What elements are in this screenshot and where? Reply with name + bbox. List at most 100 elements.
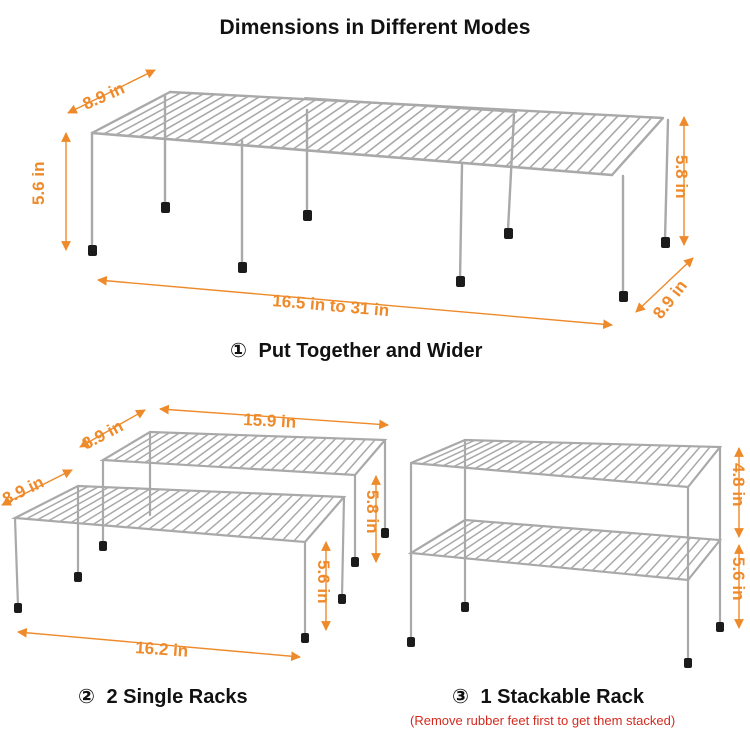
- dim-width-front-2: 16.2 in: [135, 638, 189, 661]
- shelf-wire: [559, 530, 604, 569]
- shelf-wire: [259, 436, 298, 471]
- shelf-wire: [506, 441, 555, 473]
- shelf-wire: [181, 491, 233, 533]
- shelf-wire: [442, 521, 496, 557]
- shelf-wire: [538, 442, 584, 475]
- shelf-wire: [322, 438, 357, 474]
- shelf-wire: [351, 104, 418, 155]
- shelf-wire: [92, 488, 151, 526]
- shelf-wire: [484, 524, 535, 562]
- shelf-wire: [281, 495, 325, 541]
- dim-height-top-3: 4.8 in: [729, 463, 748, 506]
- stacking-note: (Remove rubber feet first to get them st…: [410, 713, 676, 728]
- shelf-wire: [457, 109, 519, 164]
- shelf-wire: [563, 114, 619, 172]
- shelf-wire: [559, 443, 604, 477]
- shelf-wire: [599, 116, 653, 175]
- shelf-wire: [148, 490, 202, 530]
- caption-mode-1: ① Put Together and Wider: [230, 338, 482, 363]
- shelf-wire: [552, 114, 608, 172]
- shelf-wire: [114, 489, 171, 528]
- shelf-wire: [170, 491, 222, 532]
- shelf-wire: [602, 444, 643, 481]
- shelf-wire: [575, 115, 631, 173]
- shelf-wire: [333, 438, 367, 475]
- shelf-wire: [114, 92, 194, 136]
- shelf-wire: [516, 112, 575, 169]
- shelf-wire: [185, 95, 261, 142]
- shelf-wire: [292, 101, 362, 151]
- shelf-wire: [136, 489, 192, 529]
- caption-mode-3: ③ 1 Stackable Rack: [452, 684, 644, 709]
- shelf-wire: [58, 486, 120, 523]
- shelf-wire: [303, 101, 373, 151]
- dim-height-right-1: 5.8 in: [672, 155, 691, 198]
- page-title: Dimensions in Different Modes: [219, 16, 531, 39]
- dim-depth-right-1: 8.9 in: [649, 277, 691, 323]
- shelf-wire: [226, 493, 274, 537]
- shelf-wire: [633, 535, 672, 576]
- shelf-wire: [159, 490, 212, 531]
- shelf-wire: [527, 442, 574, 474]
- caption-marker-2: ②: [78, 686, 95, 708]
- shelf-wire: [123, 431, 171, 462]
- dim-depth-back-2: 8.9 in: [79, 416, 126, 453]
- shelf-wire: [398, 106, 463, 159]
- shelf-wire: [386, 105, 451, 158]
- shelf-wire: [644, 536, 682, 577]
- shelf-wire: [665, 537, 702, 579]
- shelf-wire: [343, 438, 376, 476]
- shelf-wire: [280, 100, 351, 150]
- shelf-wire: [445, 108, 507, 163]
- shelf-wire: [150, 94, 227, 139]
- shelf-wire: [527, 527, 574, 566]
- shelf-wire: [410, 107, 474, 160]
- shelf-wire: [540, 113, 597, 171]
- dim-height-front-2: 5.6 in: [314, 560, 333, 603]
- shelf-wire: [217, 434, 259, 468]
- shelf-wire: [301, 437, 337, 473]
- rack-wider: [90, 90, 670, 297]
- caption-text-1: Put Together and Wider: [258, 340, 483, 362]
- shelf-wire: [481, 110, 541, 166]
- shelf-wire: [173, 95, 250, 141]
- shelf-wire: [228, 435, 269, 469]
- shelf-wire: [516, 526, 564, 565]
- shelf-wire: [363, 104, 429, 156]
- caption-text-2: 2 Single Racks: [106, 686, 248, 708]
- shelf-wire: [580, 443, 623, 479]
- shelf-wire: [197, 96, 272, 143]
- shelf-wire: [259, 494, 304, 540]
- shelf-wire: [186, 433, 230, 466]
- shelf-wire: [612, 444, 653, 482]
- shelf-wire: [327, 103, 395, 153]
- back-shelf-wires: [91, 91, 664, 176]
- shelf-wire: [233, 98, 306, 146]
- shelf-wire: [528, 113, 586, 170]
- shelf-wire: [442, 440, 496, 467]
- shelf-wire: [112, 431, 161, 462]
- shelf-wire: [125, 489, 182, 528]
- shelf-wire: [291, 437, 327, 472]
- shelf-wire: [474, 440, 525, 470]
- shelf-wire: [570, 530, 613, 570]
- shelf-wire: [433, 108, 496, 162]
- shelf-wire: [70, 487, 130, 524]
- shelf-wire: [165, 433, 210, 465]
- shelf-wire: [495, 441, 545, 472]
- dim-width-back-2: 15.9 in: [243, 410, 297, 432]
- shelf-wire: [280, 436, 318, 472]
- shelf-wire: [623, 444, 662, 483]
- shelf-wire: [452, 440, 505, 468]
- shelf-wire: [154, 432, 200, 464]
- shelf-wire: [270, 494, 315, 540]
- shelf-wire: [469, 110, 530, 165]
- shelf-wire: [676, 538, 711, 580]
- caption-marker-3: ③: [452, 686, 469, 708]
- shelf-wire: [591, 443, 633, 480]
- shelf-wire: [538, 528, 584, 567]
- shelf-wire: [207, 434, 249, 467]
- shelf-wire: [144, 432, 190, 464]
- dim-depth-front-2: 8.9 in: [0, 472, 47, 508]
- shelf-wire: [495, 525, 545, 563]
